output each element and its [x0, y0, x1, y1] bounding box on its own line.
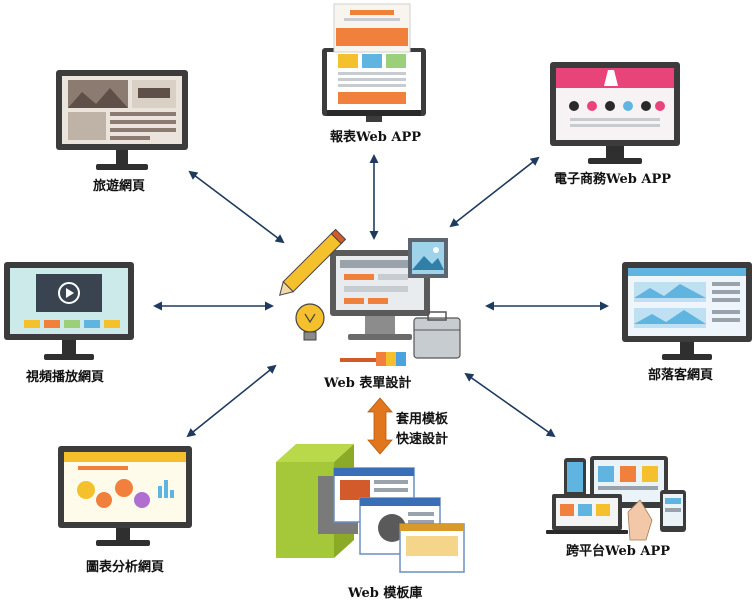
arrow-chart: [186, 364, 277, 438]
template-arrow-label-line2: 快速設計: [396, 432, 449, 447]
node-label-travel: 旅遊網頁: [93, 179, 146, 194]
arrow-travel: [188, 170, 285, 244]
center-web-form-illustration: [278, 228, 461, 366]
travel-webpage-illustration: [56, 70, 188, 170]
node-label-blog: 部落客網頁: [648, 368, 714, 383]
video-webpage-illustration: [4, 262, 134, 360]
node-label-template: Web 模板庫: [348, 586, 423, 601]
template-arrow-label-line1: 套用模板: [396, 412, 449, 427]
blog-webpage-illustration: [622, 262, 752, 360]
arrow-cross: [464, 372, 556, 438]
arrow-ecommerce: [449, 156, 540, 228]
orange-double-arrow: [367, 397, 393, 455]
chart-analysis-webpage-illustration: [58, 446, 192, 546]
cross-platform-illustration: [546, 456, 686, 541]
connector-arrows: [153, 154, 609, 438]
node-label-cross: 跨平台Web APP: [566, 544, 671, 559]
report-web-app-illustration: [322, 3, 426, 122]
node-label-chart: 圖表分析網頁: [86, 560, 165, 575]
node-label-report: 報表Web APP: [330, 130, 422, 145]
node-label-video: 視頻播放網頁: [26, 370, 105, 385]
ecommerce-web-app-illustration: [550, 62, 680, 164]
center-label-web-form: Web 表單設計: [324, 376, 412, 391]
template-library-illustration: [276, 444, 465, 573]
node-label-ecommerce: 電子商務Web APP: [554, 172, 672, 187]
